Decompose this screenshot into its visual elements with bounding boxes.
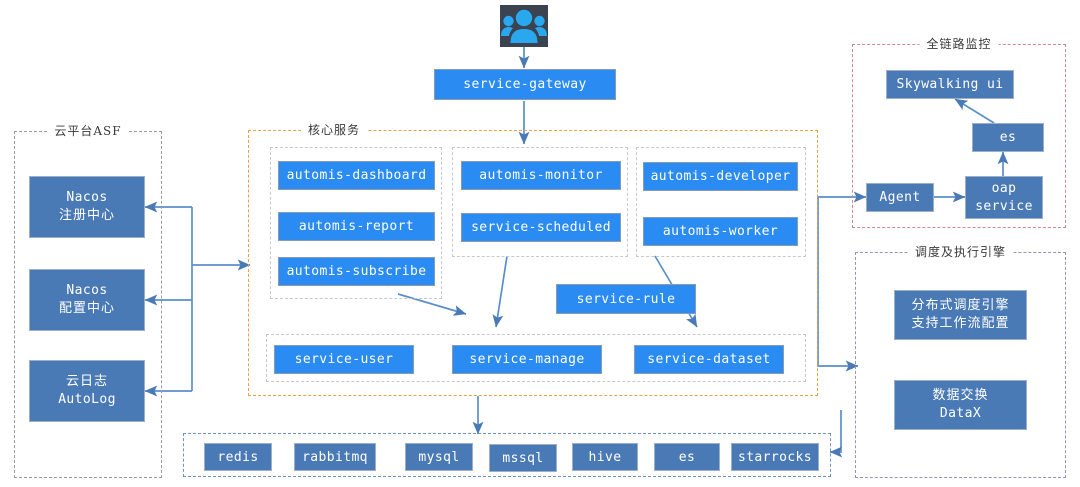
automis-report-label: automis-report: [298, 219, 415, 234]
tracing-es-box[interactable]: es: [972, 123, 1044, 152]
skywalking-ui-label: Skywalking ui: [896, 77, 1004, 92]
automis-monitor-box[interactable]: automis-monitor: [461, 161, 621, 190]
datax-box[interactable]: 数据交换 DataX: [894, 380, 1027, 430]
scheduling-engine-box[interactable]: 分布式调度引擎 支持工作流配置: [894, 290, 1027, 340]
oap-service-line2: service: [975, 198, 1033, 214]
service-gateway-box[interactable]: service-gateway: [434, 69, 616, 100]
autolog-box[interactable]: 云日志 AutoLog: [29, 360, 145, 422]
skywalking-ui-box[interactable]: Skywalking ui: [886, 70, 1014, 99]
core-group-a: [270, 147, 442, 299]
service-manage-label: service-manage: [469, 352, 585, 367]
scheduling-engine-line1: 分布式调度引擎: [911, 298, 1010, 314]
automis-developer-label: automis-developer: [650, 169, 791, 184]
nacos-config-box[interactable]: Nacos 配置中心: [29, 269, 145, 331]
service-user-box[interactable]: service-user: [274, 345, 414, 374]
middleware-mssql-box[interactable]: mssql: [489, 444, 557, 472]
arrow-right-to-middleware: [829, 410, 843, 458]
nacos-register-box[interactable]: Nacos 注册中心: [29, 176, 145, 238]
tracing-title: 全链路监控: [919, 36, 999, 52]
tracing-panel: 全链路监控: [852, 36, 1066, 228]
service-gateway-label: service-gateway: [463, 77, 587, 92]
core-group-b: [452, 147, 628, 257]
core-services-panel: 核心服务: [248, 122, 818, 396]
middleware-starrocks-label: starrocks: [737, 449, 813, 465]
middleware-mysql-box[interactable]: mysql: [405, 443, 473, 471]
datax-line2: DataX: [939, 406, 982, 421]
automis-worker-label: automis-worker: [662, 224, 779, 239]
service-manage-box[interactable]: service-manage: [452, 345, 602, 374]
core-group-d: [266, 334, 806, 382]
users-group-icon: [500, 5, 548, 47]
middleware-es-box[interactable]: es: [654, 443, 720, 471]
scheduling-title: 调度及执行引擎: [907, 244, 1014, 260]
middleware-panel: [183, 433, 831, 477]
automis-developer-box[interactable]: automis-developer: [643, 162, 798, 191]
tracing-es-label: es: [999, 130, 1017, 145]
oap-service-line1: oap: [991, 180, 1017, 196]
middleware-mssql-label: mssql: [502, 450, 544, 466]
service-dataset-box[interactable]: service-dataset: [634, 345, 784, 374]
scheduling-engine-line2: 支持工作流配置: [911, 316, 1010, 331]
service-rule-label: service-rule: [576, 291, 676, 307]
automis-dashboard-label: automis-dashboard: [286, 168, 427, 183]
service-scheduled-box[interactable]: service-scheduled: [461, 213, 621, 242]
middleware-hive-label: hive: [588, 449, 622, 465]
automis-dashboard-box[interactable]: automis-dashboard: [278, 161, 435, 190]
middleware-hive-box[interactable]: hive: [572, 443, 638, 471]
datax-line1: 数据交换: [932, 388, 989, 404]
cloud-platform-title: 云平台ASF: [47, 123, 129, 139]
service-user-label: service-user: [294, 352, 394, 367]
automis-worker-box[interactable]: automis-worker: [643, 217, 798, 246]
autolog-line2: AutoLog: [58, 392, 116, 407]
nacos-config-line1: Nacos: [66, 283, 108, 299]
middleware-rabbitmq-label: rabbitmq: [302, 449, 368, 465]
middleware-es-label: es: [678, 449, 696, 465]
service-scheduled-label: service-scheduled: [471, 220, 611, 235]
oap-service-box[interactable]: oap service: [965, 176, 1043, 219]
cloud-platform-panel: 云平台ASF: [14, 123, 162, 478]
agent-label: Agent: [879, 190, 921, 205]
service-dataset-label: service-dataset: [647, 352, 771, 367]
middleware-redis-box[interactable]: redis: [204, 443, 272, 471]
core-group-c: [636, 147, 806, 257]
middleware-rabbitmq-box[interactable]: rabbitmq: [294, 443, 376, 471]
scheduling-panel: 调度及执行引擎: [855, 244, 1066, 478]
automis-subscribe-label: automis-subscribe: [286, 264, 427, 279]
autolog-line1: 云日志: [65, 374, 108, 390]
nacos-register-line2: 注册中心: [58, 208, 115, 223]
automis-report-box[interactable]: automis-report: [278, 212, 435, 241]
arrow-core-to-scheduling: [817, 265, 859, 372]
middleware-mysql-label: mysql: [418, 449, 460, 465]
service-rule-box[interactable]: service-rule: [556, 284, 696, 314]
automis-subscribe-box[interactable]: automis-subscribe: [278, 257, 435, 286]
core-services-title: 核心服务: [301, 122, 368, 138]
automis-monitor-label: automis-monitor: [479, 168, 603, 183]
agent-box[interactable]: Agent: [866, 183, 934, 212]
nacos-config-line2: 配置中心: [58, 301, 115, 316]
middleware-redis-label: redis: [217, 449, 259, 465]
middleware-starrocks-box[interactable]: starrocks: [731, 443, 819, 471]
nacos-register-line1: Nacos: [66, 190, 108, 206]
